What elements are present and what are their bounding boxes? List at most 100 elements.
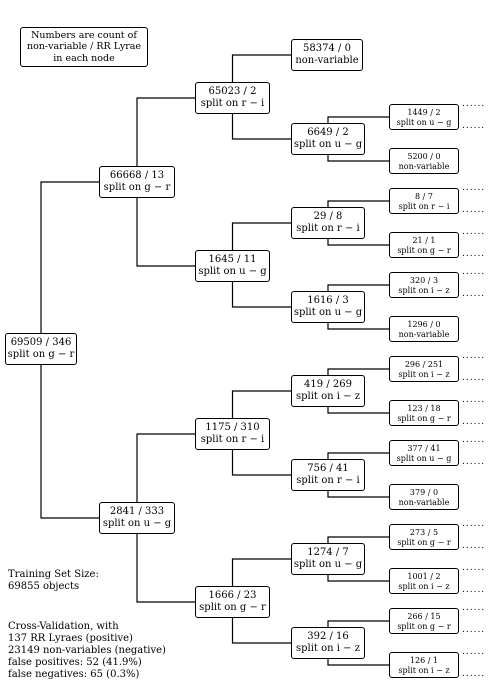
continuation-dots: ......	[462, 267, 486, 277]
node-count: 5200 / 0	[407, 152, 441, 161]
tree-node: 1274 / 7 split on u − g	[291, 543, 365, 575]
node-split: non-variable	[398, 329, 450, 339]
node-count: 320 / 3	[409, 276, 439, 285]
tree-node: 8 / 7 split on r − i	[389, 188, 459, 214]
continuation-dots: ......	[462, 289, 486, 299]
continuation-dots: ......	[462, 227, 486, 237]
node-split: split on u − g	[396, 117, 452, 127]
tree-edge	[327, 452, 389, 459]
tree-node: 66668 / 13 split on g − r	[99, 166, 175, 198]
tree-edge	[327, 116, 389, 123]
crossval-line: 23149 non-variables (negative)	[8, 645, 166, 656]
continuation-dots: ......	[462, 647, 486, 657]
tree-node: 266 / 15 split on g − r	[389, 608, 459, 634]
crossval-line: 137 RR Lyraes (positive)	[8, 633, 133, 644]
tree-node: 2841 / 333 split on u − g	[99, 502, 175, 534]
node-split: non-variable	[398, 161, 450, 171]
tree-edge	[327, 239, 389, 246]
legend-line: non-variable / RR Lyrae	[26, 41, 142, 53]
node-count: 8 / 7	[415, 192, 433, 201]
node-count: 756 / 41	[307, 463, 349, 474]
node-count: 21 / 1	[412, 236, 436, 245]
continuation-dots: ......	[462, 249, 486, 259]
node-count: 69509 / 346	[10, 337, 72, 348]
node-split: split on r − i	[398, 201, 450, 211]
tree-edge	[327, 659, 389, 666]
tree-edge	[40, 365, 99, 519]
tree-edge	[136, 97, 195, 166]
node-split: split on i − z	[398, 369, 450, 379]
tree-node: 65023 / 2 split on r − i	[195, 82, 270, 114]
tree-edge	[231, 558, 291, 586]
node-count: 1645 / 11	[208, 254, 257, 265]
node-count: 29 / 8	[313, 211, 343, 222]
crossval-line: false negatives: 65 (0.3%)	[8, 669, 140, 680]
continuation-dots: ......	[462, 585, 486, 595]
tree-node-leaf: 1296 / 0 non-variable	[389, 316, 459, 342]
node-split: split on i − z	[398, 581, 450, 591]
tree-edge	[136, 198, 195, 267]
continuation-dots: ......	[462, 373, 486, 383]
node-count: 123 / 18	[407, 404, 441, 413]
training-set-note: Training Set Size: 69855 objects	[8, 569, 99, 593]
tree-node: 1001 / 2 split on i − z	[389, 568, 459, 594]
node-count: 1175 / 310	[205, 422, 260, 433]
tree-edge	[327, 284, 389, 291]
tree-edge	[231, 450, 291, 476]
continuation-dots: ......	[462, 205, 486, 215]
continuation-dots: ......	[462, 563, 486, 573]
continuation-dots: ......	[462, 519, 486, 529]
node-split: split on i − z	[296, 391, 360, 402]
continuation-dots: ......	[462, 351, 486, 361]
node-count: 392 / 16	[307, 631, 349, 642]
node-split: split on r − i	[296, 475, 360, 486]
legend-box: Numbers are count of non-variable / RR L…	[20, 27, 148, 67]
node-split: split on u − g	[198, 266, 267, 277]
tree-edge	[327, 155, 389, 162]
tree-node: 273 / 5 split on g − r	[389, 524, 459, 550]
tree-node: 6649 / 2 split on u − g	[291, 123, 365, 155]
continuation-dots: ......	[462, 435, 486, 445]
tree-edge	[327, 200, 389, 207]
node-count: 266 / 15	[407, 612, 441, 621]
node-count: 58374 / 0	[303, 43, 351, 54]
node-split: split on r − i	[200, 434, 265, 445]
tree-node: 392 / 16 split on i − z	[291, 627, 365, 659]
legend-line: Numbers are count of	[31, 30, 137, 41]
node-split: non-variable	[398, 497, 450, 507]
tree-node: 1449 / 2 split on u − g	[389, 104, 459, 130]
continuation-dots: ......	[462, 121, 486, 131]
tree-edge	[327, 368, 389, 375]
tree-node: 756 / 41 split on r − i	[291, 459, 365, 491]
cross-validation-note: Cross-Validation, with 137 RR Lyraes (po…	[8, 621, 166, 681]
tree-node-leaf: 379 / 0 non-variable	[389, 484, 459, 510]
node-split: split on g − r	[199, 602, 266, 613]
tree-edge	[327, 620, 389, 627]
node-count: 1449 / 2	[407, 108, 441, 117]
tree-node: 1175 / 310 split on r − i	[195, 418, 270, 450]
tree-node-leaf: 5200 / 0 non-variable	[389, 148, 459, 174]
node-count: 1296 / 0	[407, 320, 441, 329]
tree-edge	[231, 54, 291, 82]
tree-node: 377 / 41 split on u − g	[389, 440, 459, 466]
node-split: split on g − r	[397, 245, 451, 255]
node-count: 273 / 5	[409, 528, 439, 537]
tree-edge	[327, 491, 389, 498]
continuation-dots: ......	[462, 541, 486, 551]
continuation-dots: ......	[462, 183, 486, 193]
node-split: non-variable	[295, 55, 359, 66]
tree-node-leaf: 58374 / 0 non-variable	[291, 39, 363, 71]
continuation-dots: ......	[462, 625, 486, 635]
node-split: split on u − g	[293, 307, 363, 318]
tree-node: 29 / 8 split on r − i	[291, 207, 365, 239]
tree-edge	[231, 282, 291, 308]
tree-node: 296 / 251 split on i − z	[389, 356, 459, 382]
node-count: 66668 / 13	[109, 170, 165, 181]
tree-node: 126 / 1 split on i − z	[389, 652, 459, 678]
node-count: 6649 / 2	[307, 127, 349, 138]
tree-edge	[136, 534, 195, 603]
node-split: split on i − z	[296, 643, 360, 654]
tree-edge	[40, 181, 99, 333]
tree-edge	[231, 222, 291, 250]
